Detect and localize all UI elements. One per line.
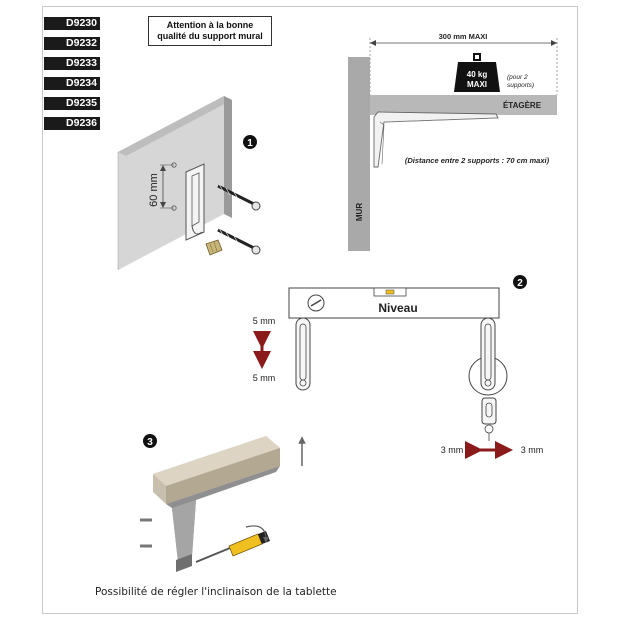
product-code: D9230 xyxy=(44,17,100,30)
vertical-adjust-bottom-label: 5 mm xyxy=(253,373,276,383)
notice-line-1: Attention à la bonne xyxy=(166,20,254,30)
level-label: Niveau xyxy=(378,301,417,315)
step1-illustration: 60 mm 1 xyxy=(117,96,261,270)
horizontal-adjust-left-label: 3 mm xyxy=(441,445,464,455)
diagram-frame xyxy=(42,6,578,614)
wall-label: MUR xyxy=(355,203,364,221)
weight-value: 40 kg xyxy=(467,70,488,79)
screwdriver-icon xyxy=(195,525,270,563)
screw-upper xyxy=(217,183,261,211)
weight-max: MAXI xyxy=(467,80,487,89)
support-distance-note: (Distance entre 2 supports : 70 cm maxi) xyxy=(405,156,550,165)
spacing-60mm-label: 60 mm xyxy=(148,173,160,207)
wall-quality-notice: Attention à la bonne qualité du support … xyxy=(148,16,272,46)
wall-panel-top xyxy=(118,96,232,156)
horizontal-adjust-right-label: 3 mm xyxy=(521,445,544,455)
step-number-badge xyxy=(513,275,527,289)
product-code: D9233 xyxy=(44,57,100,70)
shelf-label: ÉTAGÈRE xyxy=(503,101,542,110)
wall-plug-icon xyxy=(205,239,223,256)
step2-illustration: 2 Niveau 5 mm 5 mm 3 mm 3 mm xyxy=(253,275,544,459)
step-number: 1 xyxy=(247,138,253,149)
wall-shelf-diagram: 300 mm MAXI MUR ÉTAGÈRE 40 kg MAXI (pour… xyxy=(348,32,558,251)
product-code: D9232 xyxy=(44,37,100,50)
side-bracket xyxy=(373,111,499,168)
product-code: D9236 xyxy=(44,117,100,130)
shelf-board xyxy=(370,95,557,115)
wall-block xyxy=(348,57,370,251)
shelf-depth-label: 300 mm MAXI xyxy=(439,32,488,41)
level-bubble xyxy=(385,289,395,295)
screw-lower xyxy=(217,227,261,255)
left-bracket-vertical-adjust xyxy=(295,317,311,391)
tilt-caption: Possibilité de régler l'inclinaison de l… xyxy=(95,586,337,598)
rotate-arrow-icon xyxy=(245,525,269,543)
bracket-rail xyxy=(185,163,205,241)
right-bracket-horizontal-adjust xyxy=(468,317,508,441)
weight-note-line-1: (pour 2 xyxy=(507,74,528,81)
notice-line-2: qualité du support mural xyxy=(157,31,263,41)
product-code-list: D9230 D9232 D9233 D9234 D9235 D9236 xyxy=(44,17,100,137)
step-number: 3 xyxy=(147,437,153,448)
weight-icon: 40 kg MAXI xyxy=(454,53,500,92)
step3-illustration: 3 xyxy=(140,434,306,572)
step-number-badge xyxy=(143,434,157,448)
product-code: D9235 xyxy=(44,97,100,110)
wall-panel-edge xyxy=(224,96,232,218)
weight-note-line-2: supports) xyxy=(507,82,534,89)
vertical-adjust-top-label: 5 mm xyxy=(253,316,276,326)
step-number-badge xyxy=(243,135,257,149)
product-code: D9234 xyxy=(44,77,100,90)
step-number: 2 xyxy=(517,278,523,289)
